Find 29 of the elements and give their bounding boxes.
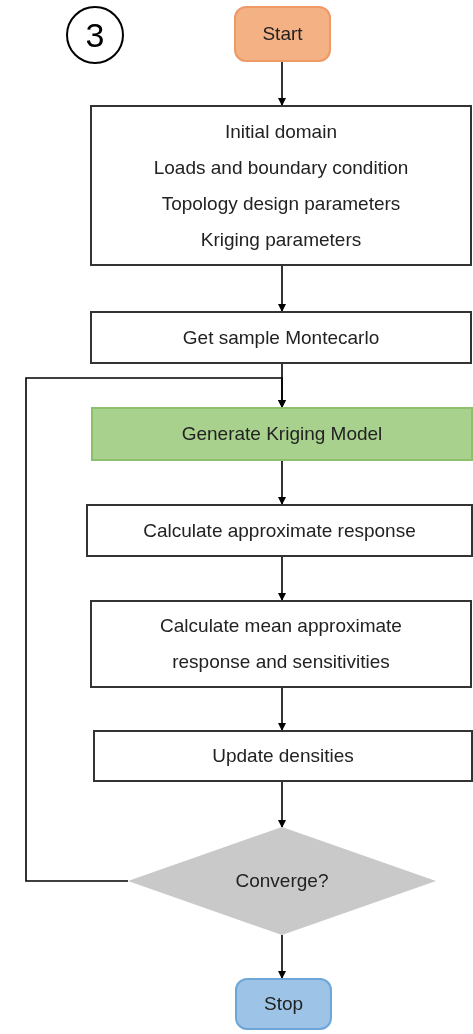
arrow: [25, 377, 286, 882]
box-text: Topology design parameters: [161, 191, 401, 216]
box-text: Stop: [263, 992, 304, 1016]
box-text: Calculate approximate response: [143, 518, 416, 543]
arrow: [278, 934, 286, 979]
process-box: [86, 504, 473, 557]
terminal-box: [235, 978, 332, 1030]
process-box: [90, 600, 472, 688]
process-box: [91, 407, 473, 461]
box-text: Start: [262, 22, 303, 46]
box-text: Initial domain: [225, 119, 337, 144]
arrow: [278, 781, 286, 828]
box-text: Update densities: [212, 744, 354, 768]
box-text: Generate Kriging Model: [181, 422, 383, 446]
arrow: [278, 460, 286, 505]
process-box: [90, 311, 472, 364]
terminal-box: [234, 6, 331, 62]
decision-text: Converge?: [235, 868, 329, 893]
box-text: Get sample Montecarlo: [182, 325, 380, 350]
callout-number: 3: [66, 6, 124, 64]
process-box: [90, 105, 472, 266]
box-text: Loads and boundary condition: [153, 155, 409, 180]
arrow: [278, 61, 286, 106]
arrow: [278, 265, 286, 312]
process-box: [93, 730, 473, 782]
arrow: [278, 556, 286, 601]
box-text: Kriging parameters: [200, 227, 362, 252]
box-text: Calculate mean approximate response and sensitivities: [159, 614, 403, 674]
arrow: [278, 687, 286, 731]
